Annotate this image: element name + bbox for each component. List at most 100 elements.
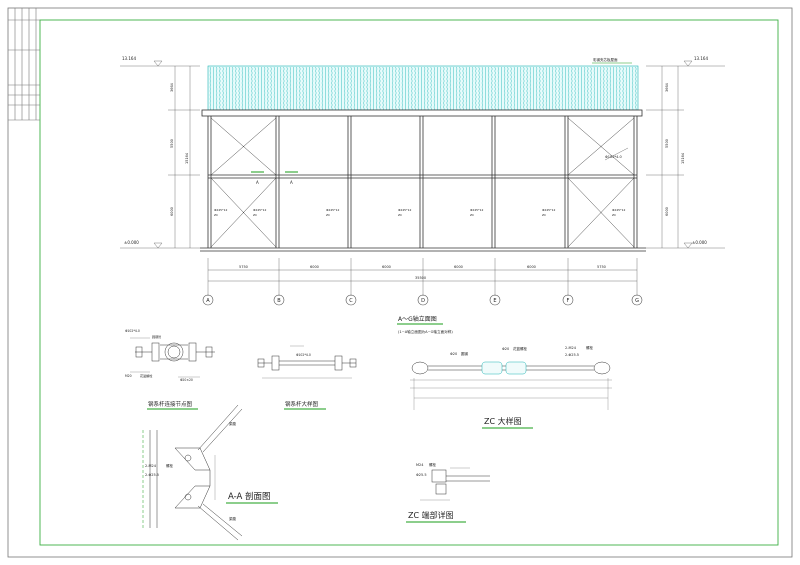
roof-hatch-line — [619, 66, 621, 112]
roof-hatch-line — [411, 66, 413, 112]
roof-hatch-line — [395, 66, 397, 112]
roof-hatch-line — [388, 66, 391, 112]
svg-text:螺栓: 螺栓 — [166, 463, 173, 468]
svg-text:圆钢: 圆钢 — [461, 351, 469, 356]
roof-hatch-line — [465, 66, 467, 112]
roof-hatch-line — [478, 66, 480, 112]
roof-hatch-line — [440, 66, 442, 112]
roof-hatch-line — [292, 66, 295, 112]
brace-label: ZC — [326, 213, 330, 217]
roof-note: 彩钢夹芯板屋面 — [592, 57, 632, 64]
zc-end-notes: M24 螺栓 Φ25.5 — [416, 462, 437, 477]
svg-text:M20: M20 — [125, 374, 132, 378]
sheet-frame — [7, 7, 793, 558]
roof-hatch-line — [632, 66, 634, 112]
node-detail-notes: Φ102*4.0 圆钢管 M20 花篮螺栓 Φ20×20 — [125, 329, 193, 382]
svg-text:梁腹: 梁腹 — [229, 516, 236, 521]
bay-dim: 5750 — [239, 265, 248, 269]
zc-brace-notes: Φ20 圆钢 Φ20 花篮螺栓 2-M24 螺栓 2-Φ25.5 — [450, 345, 594, 357]
bay-dim: 6000 — [382, 265, 391, 269]
node-detail-title: 钢系杆连接节点图 — [148, 400, 193, 408]
roof-hatch-line — [283, 66, 285, 112]
axis-bubble: C — [345, 294, 357, 306]
roof-hatch-line — [270, 66, 272, 112]
zc-end-title: ZC 端部详图 — [408, 510, 454, 520]
roof-hatch-line — [302, 66, 304, 112]
roof-hatch-line — [516, 66, 519, 112]
section-aa-notes: 梁腹 梁腹 2-M24 螺栓 2-Φ25.5 — [145, 421, 236, 521]
roof-hatch-line — [228, 66, 231, 112]
roof-hatch-line — [366, 66, 368, 112]
svg-text:梁腹: 梁腹 — [229, 421, 236, 426]
roof-hatch-line — [420, 66, 423, 112]
roof-hatch-line — [510, 66, 512, 112]
node-detail — [130, 337, 215, 378]
column-labels: Φ245*12 ZC Φ245*12 ZC Φ245*12 ZC Φ245*12… — [214, 208, 625, 217]
roof-hatch-line — [580, 66, 583, 112]
roof-hatch-line — [232, 66, 234, 112]
axis-bubble: D — [417, 294, 429, 306]
svg-text:F: F — [567, 298, 570, 304]
svg-text:2-M24: 2-M24 — [145, 464, 157, 468]
roof-hatch-line — [558, 66, 560, 112]
roof-hatch-line — [564, 66, 567, 112]
roof-hatch-line — [571, 66, 573, 112]
roof-hatch-line — [289, 66, 291, 112]
roof-hatch-line — [334, 66, 336, 112]
roof-hatch-line — [235, 66, 237, 112]
roof-hatch-line — [356, 66, 359, 112]
column-label: Φ245*12 — [542, 208, 555, 212]
axis-bubble: F — [562, 294, 574, 306]
roof-hatch-line — [257, 66, 259, 112]
elevation-title-block: A～G轴立面图 (1~A轴立面图为A~G轴立面对称) — [397, 315, 453, 334]
section-aa-title: A-A 剖面图 — [228, 491, 271, 502]
roof-hatch-line — [347, 66, 349, 112]
roof-hatch-line — [590, 66, 592, 112]
roof-hatch-line — [491, 66, 493, 112]
column-label: Φ245*12 — [612, 208, 625, 212]
roof-hatch-line — [219, 66, 221, 112]
elevation-view: 彩钢夹芯板屋面 A A Φ102*4.0 Φ245*12 ZC Φ245*12 … — [120, 56, 725, 334]
dim-total-right: 15164 — [681, 152, 685, 164]
roof-hatch-line — [542, 66, 544, 112]
bay-dim-labels: 5750 6000 6000 6000 6000 5750 35500 — [239, 265, 606, 280]
roof-hatch-line — [273, 66, 275, 112]
svg-text:Φ20: Φ20 — [450, 352, 457, 356]
roof-hatch-line — [536, 66, 538, 112]
section-aa-detail — [142, 404, 243, 541]
member-label: Φ102*4.0 — [605, 155, 622, 159]
roof-hatch-line — [616, 66, 618, 112]
svg-text:花篮螺栓: 花篮螺栓 — [513, 346, 527, 351]
dim-left: 3664 — [170, 82, 174, 92]
roof-hatch-line — [500, 66, 503, 112]
roof-hatch-line — [488, 66, 490, 112]
brace-label: ZC — [214, 213, 218, 217]
roof-hatch-line — [376, 66, 378, 112]
roof-hatch-line — [504, 66, 506, 112]
roof-hatch-line — [401, 66, 403, 112]
roof-hatch-line — [552, 66, 554, 112]
roof-panel — [207, 65, 639, 112]
bottom-dimensions — [207, 258, 638, 296]
roof-hatch-line — [555, 66, 557, 112]
svg-text:Φ20: Φ20 — [502, 347, 509, 351]
roof-hatch-line — [497, 66, 499, 112]
roof-hatch-line — [340, 66, 343, 112]
roof-hatch-line — [414, 66, 416, 112]
roof-hatch-line — [532, 66, 535, 112]
axis-bubble: E — [489, 294, 501, 306]
elevation-title: A～G轴立面图 — [398, 315, 437, 323]
tie-rod-notes: Φ102*4.0 — [296, 353, 311, 357]
svg-text:花篮螺栓: 花篮螺栓 — [140, 373, 152, 378]
roof-hatch-line — [248, 66, 250, 112]
dim-left: 5500 — [170, 139, 174, 148]
cross-bracing — [210, 117, 635, 248]
tie-rod-detail — [257, 345, 357, 379]
roof-hatch-line — [328, 66, 330, 112]
roof-hatch-line — [628, 66, 631, 112]
brace-label: ZC — [612, 213, 616, 217]
roof-hatch-line — [593, 66, 595, 112]
zc-end-detail — [420, 467, 490, 501]
roof-hatch-line — [363, 66, 365, 112]
tie-rod-title-block: 钢系杆大样图 — [284, 400, 326, 410]
